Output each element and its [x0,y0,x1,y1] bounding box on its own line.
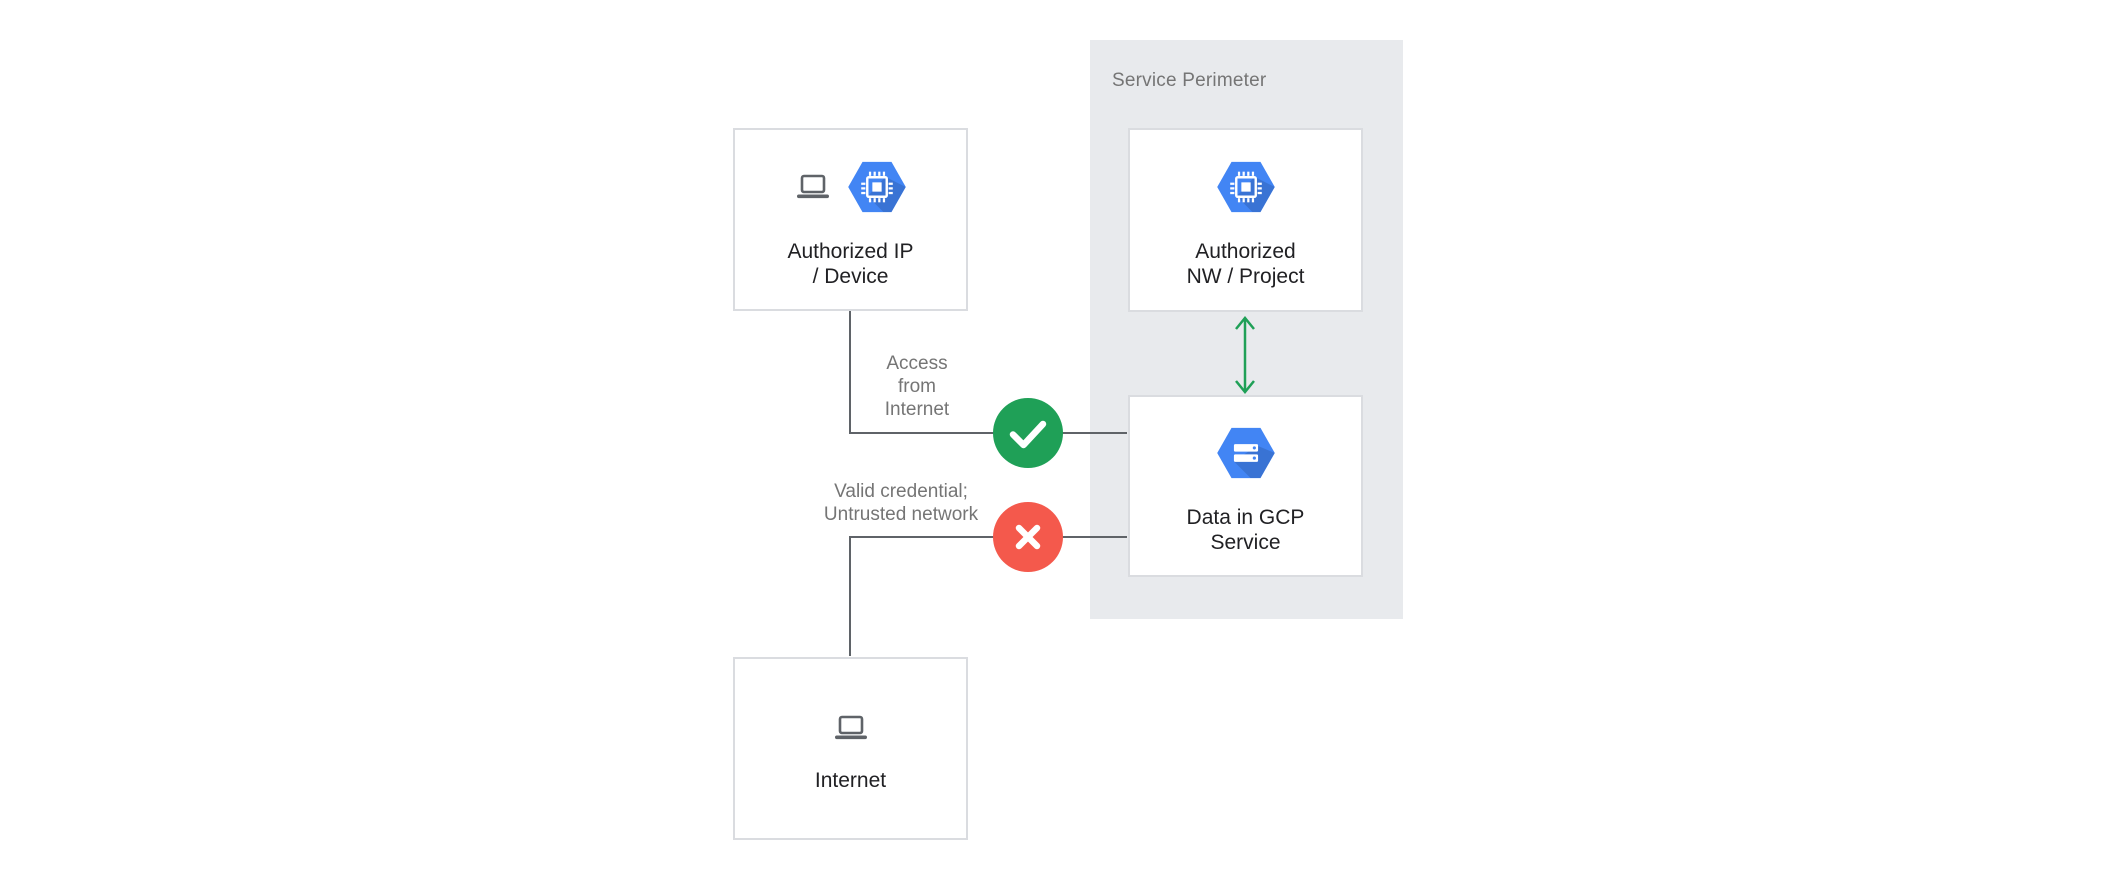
node-authorized-ip-device: Authorized IP / Device [733,128,968,311]
node-data-in-gcp-service: Data in GCP Service [1128,395,1363,577]
node-icon-row [795,161,907,213]
chip-glyph [860,171,893,202]
allowed-status-badge [993,398,1063,468]
connector-denied-path [849,536,1127,656]
gcp-compute-hexagon-icon [1216,161,1275,213]
edge-label-access-from-internet: Access from Internet [884,353,950,420]
laptop-icon [796,174,829,198]
gcp-storage-hexagon-icon [1216,427,1275,479]
node-label: Authorized IP / Device [787,239,914,288]
node-icon-row [833,714,869,742]
service-perimeter-label: Service Perimeter [1112,70,1267,91]
node-label: Data in GCP Service [1186,506,1305,554]
edge-label-valid-credential-untrusted-network: Valid credential; Untrusted network [823,481,979,525]
laptop-icon [834,715,867,740]
node-authorized-nw-project: Authorized NW / Project [1128,128,1363,312]
denied-status-badge [993,502,1063,572]
node-icon-row [1216,427,1276,479]
check-icon [1009,420,1047,449]
node-icon-row [1216,161,1276,213]
node-label: Internet [814,769,887,792]
double-arrow-icon [1235,316,1255,394]
node-internet: Internet [733,657,968,840]
chip-glyph [1229,171,1262,203]
node-label: Authorized NW / Project [1186,240,1305,288]
gcp-compute-hexagon-icon [847,161,906,212]
cross-icon [1015,524,1041,550]
storage-glyph [1233,444,1258,462]
